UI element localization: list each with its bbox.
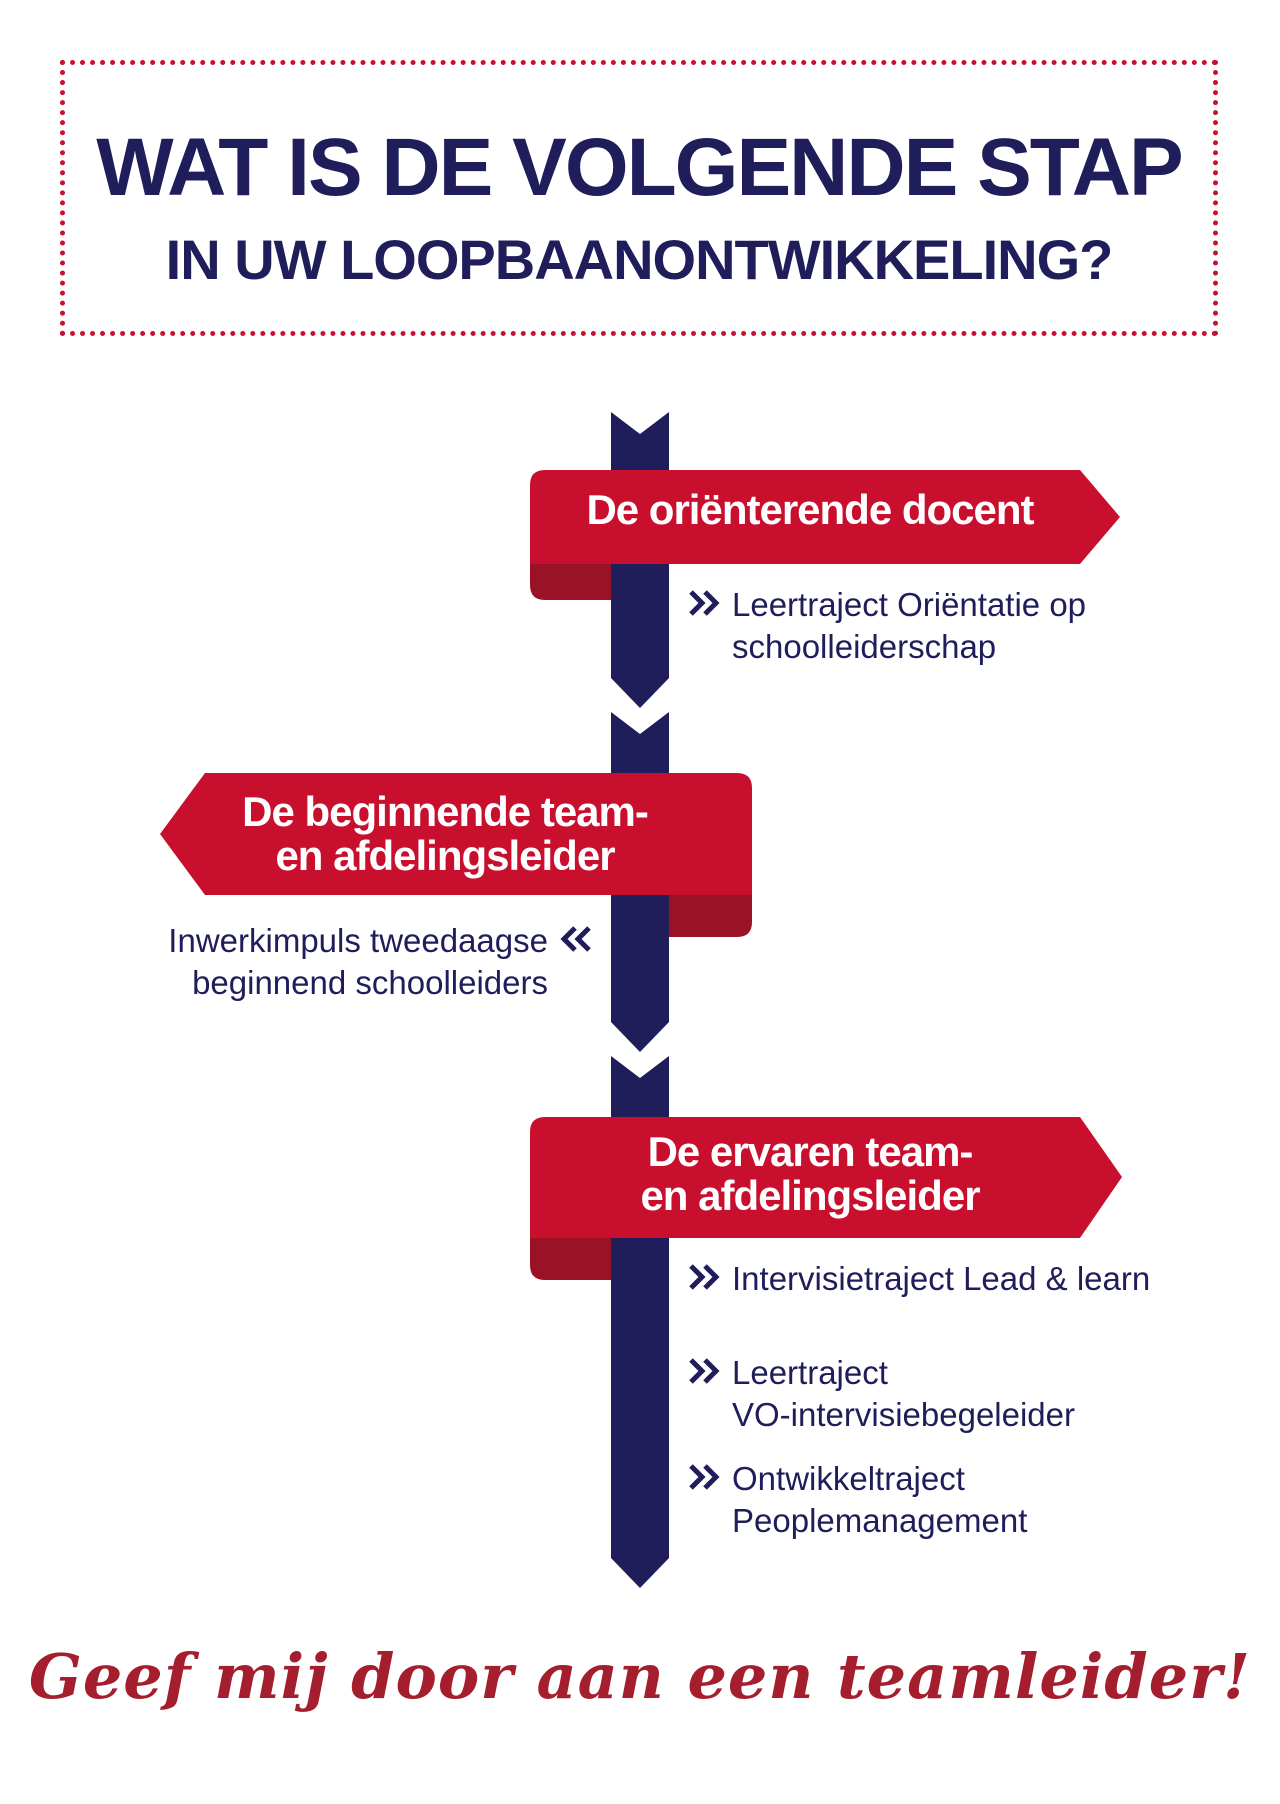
step-1-item-1-line-2: schoolleiderschap [732,628,997,665]
sign-3 [530,1117,1122,1280]
sign-3-arrow [530,1117,1122,1238]
double-chevron-left-icon [560,926,591,952]
sign-3-label-line-2: en afdelingsleider [640,1172,980,1220]
step-3-item-2-line-1: Leertraject [732,1354,888,1391]
sign-2-arrow [160,773,752,895]
double-chevron-right-icon [689,590,720,616]
step-1-item-1-line-1: Leertraject Oriëntatie op [732,586,1087,623]
title-box: WAT IS DE VOLGENDE STAP IN UW LOOPBAANON… [60,60,1218,336]
step-2-item-1-line-2: beginnend schoolleiders [192,964,548,1001]
step-1-item-1: Leertraject Oriëntatie op schoolleidersc… [688,584,1086,668]
double-chevron-right-icon [689,1464,720,1490]
sign-2 [160,773,752,937]
sign-2-label-line-2: en afdelingsleider [275,832,615,880]
step-3-item-2: Leertraject VO-intervisiebegeleider [688,1352,1075,1436]
step-3-item-1-line-1: Intervisietraject Lead & learn [732,1260,1151,1297]
sign-3-fold [530,1232,611,1280]
sign-2-fold [669,890,752,937]
sign-2-label: De beginnende team- en afdelingsleider [180,788,710,880]
step-2-item-1-line-1: Inwerkimpuls tweedaagse [168,922,548,959]
sign-1-label-line: De oriënterende docent [586,486,1034,533]
step-3-item-1: Intervisietraject Lead & learn [688,1258,1150,1300]
sign-1-arrow [530,470,1120,564]
step-3-item-3-line-1: Ontwikkeltraject [732,1460,965,1497]
sign-1-label: De oriënterende docent [530,486,1090,533]
slogan: Geef mij door aan een teamleider! [28,1640,1252,1713]
sign-3-label-line-1: De ervaren team- [647,1128,974,1175]
sign-3-label: De ervaren team- en afdelingsleider [530,1128,1090,1220]
step-3-item-2-line-2: VO-intervisiebegeleider [732,1396,1076,1433]
step-2-item-1: Inwerkimpuls tweedaagse beginnend school… [168,920,592,1004]
step-3-item-3-line-2: Peoplemanagement [732,1502,1028,1539]
sign-1 [530,470,1120,600]
double-chevron-right-icon [689,1264,720,1290]
step-3-item-3: Ontwikkeltraject Peoplemanagement [688,1458,1027,1542]
sign-1-fold [530,560,611,600]
sign-2-label-line-1: De beginnende team- [242,788,649,835]
double-chevron-right-icon [689,1358,720,1384]
title-line-1: WAT IS DE VOLGENDE STAP [96,122,1183,213]
title-line-2: IN UW LOOPBAANONTWIKKELING? [165,228,1114,291]
